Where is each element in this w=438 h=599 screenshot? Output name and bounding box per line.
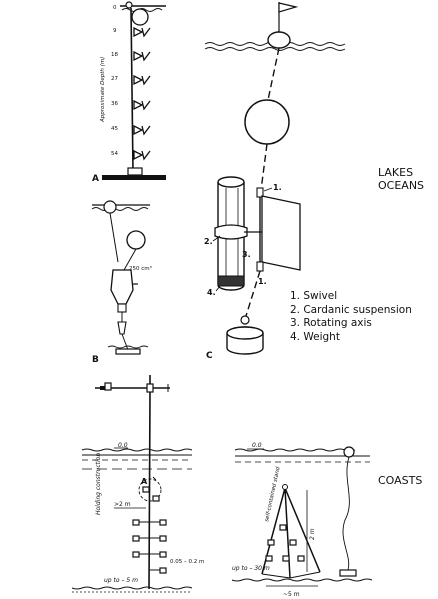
callout-1b: 1.	[258, 277, 267, 286]
spacing-label: >2 m	[114, 501, 131, 508]
panel-a: A 0 9 18 27 36 45 54 Approximate Depth (…	[92, 1, 166, 184]
panel-c-letter: C	[206, 351, 213, 361]
vane	[261, 195, 301, 271]
panel-c: 1. 2. 3. 1. 4. C	[204, 2, 346, 361]
callout-3: 3.	[242, 250, 251, 259]
label-oceans: OCEANS	[378, 179, 425, 192]
spacing-label-2: 0.05 – 0.2 m	[170, 559, 204, 565]
coast-left-panel: 0.0 Holding construction A >2 m 0.05 – 0…	[71, 375, 204, 593]
sampling-bottle	[110, 269, 134, 305]
depth-label-right: up to – 30 m	[232, 565, 270, 572]
marker-buoy	[267, 31, 291, 49]
flag-icon	[278, 2, 299, 13]
legend-item-axis: 3. Rotating axis	[290, 317, 372, 329]
label-lakes: LAKES	[378, 166, 414, 179]
depth-tick: 54	[111, 151, 118, 157]
depth-tick: 18	[111, 52, 118, 58]
legend-item-cardanic: 2. Cardanic suspension	[290, 303, 412, 316]
main-float	[244, 99, 290, 145]
panel-b: 250 cm³ B	[91, 200, 152, 365]
callout-1: 1.	[273, 183, 282, 192]
legend: 1. Swivel 2. Cardanic suspension 3. Rota…	[290, 290, 412, 344]
panel-b-letter: B	[92, 355, 99, 365]
depth-axis-label: Approximate Depth (m)	[100, 57, 106, 123]
height-label: 2 m	[309, 528, 316, 540]
subsurface-float	[126, 230, 146, 250]
base-width-label: ~5 m	[283, 591, 300, 598]
depth-tick: 0	[113, 5, 117, 11]
legend-item-swivel: 1. Swivel	[290, 290, 338, 302]
float-buoy	[131, 8, 149, 26]
volume-label: 250 cm³	[129, 265, 152, 272]
detail-marker-a	[138, 478, 162, 502]
panel-a-letter: A	[92, 174, 99, 184]
anchor-block	[127, 167, 143, 176]
callout-4: 4.	[207, 288, 216, 297]
seabed	[102, 175, 166, 180]
surface-float	[103, 200, 117, 214]
depth-label-left: up to – 5 m	[104, 577, 138, 584]
surface-level-left: 0.0	[118, 442, 128, 449]
depth-tick: 9	[113, 28, 117, 34]
legend-item-weight: 4. Weight	[290, 330, 340, 343]
surface-level-right: 0.0	[252, 442, 262, 449]
svg-text:A: A	[141, 477, 148, 486]
weight-ring	[217, 275, 245, 287]
label-coasts: COASTS	[378, 474, 423, 487]
marker-float	[343, 446, 355, 458]
callout-2: 2.	[204, 237, 213, 246]
self-contained-stand-label: self-contained stand	[264, 466, 282, 523]
holding-construction-label: Holding construction	[95, 453, 102, 515]
coast-right-panel: 0.0 self-contained stand 2 m up to – 30 …	[231, 442, 373, 598]
depth-tick: 27	[111, 76, 118, 82]
depth-tick: 36	[111, 101, 118, 107]
depth-tick: 45	[111, 126, 118, 132]
side-label-lakes-oceans: LAKES OCEANS	[378, 166, 424, 192]
